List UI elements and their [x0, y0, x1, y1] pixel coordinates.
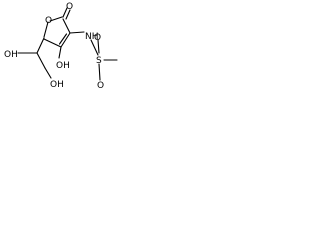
molecule-diagram: O O NH OH O S O OH OH — [4, 2, 118, 91]
nh-label: NH — [85, 32, 99, 42]
bond-s-o-bottom — [98, 63, 101, 81]
bond-c4-oh — [58, 46, 62, 59]
bond-n-s — [90, 39, 99, 56]
sidechain-oh-label: OH — [4, 50, 18, 60]
bond-c2-carbonyl-o — [62, 7, 68, 18]
enol-oh-label: OH — [56, 61, 70, 71]
carbonyl-oxygen-label: O — [66, 2, 73, 12]
bond-s-o-top — [97, 39, 100, 54]
bond-ring-o-c5 — [43, 21, 49, 38]
bond-c3-c4-double — [58, 33, 68, 45]
bond-c5-c6 — [36, 37, 45, 54]
sulfonyl-oxygen-top-label: O — [94, 33, 101, 43]
bond-c4-c5 — [43, 38, 62, 48]
bond-c6-c7 — [36, 52, 46, 69]
bond-c7-oh — [44, 67, 52, 79]
bond-c2-c3 — [62, 18, 71, 34]
structure-canvas: O O NH OH O S O OH OH — [0, 0, 134, 97]
ring-oxygen-label: O — [45, 16, 52, 26]
bond-c2-carbonyl-o-double — [65, 9, 71, 20]
ch2-oh-label: OH — [50, 80, 64, 90]
bond-ring-o-c2 — [49, 16, 63, 22]
bond-c3-c4 — [60, 32, 71, 48]
bond-c3-n — [69, 31, 85, 34]
sulfur-label: S — [96, 56, 102, 66]
sulfonyl-oxygen-bottom-label: O — [97, 81, 104, 91]
